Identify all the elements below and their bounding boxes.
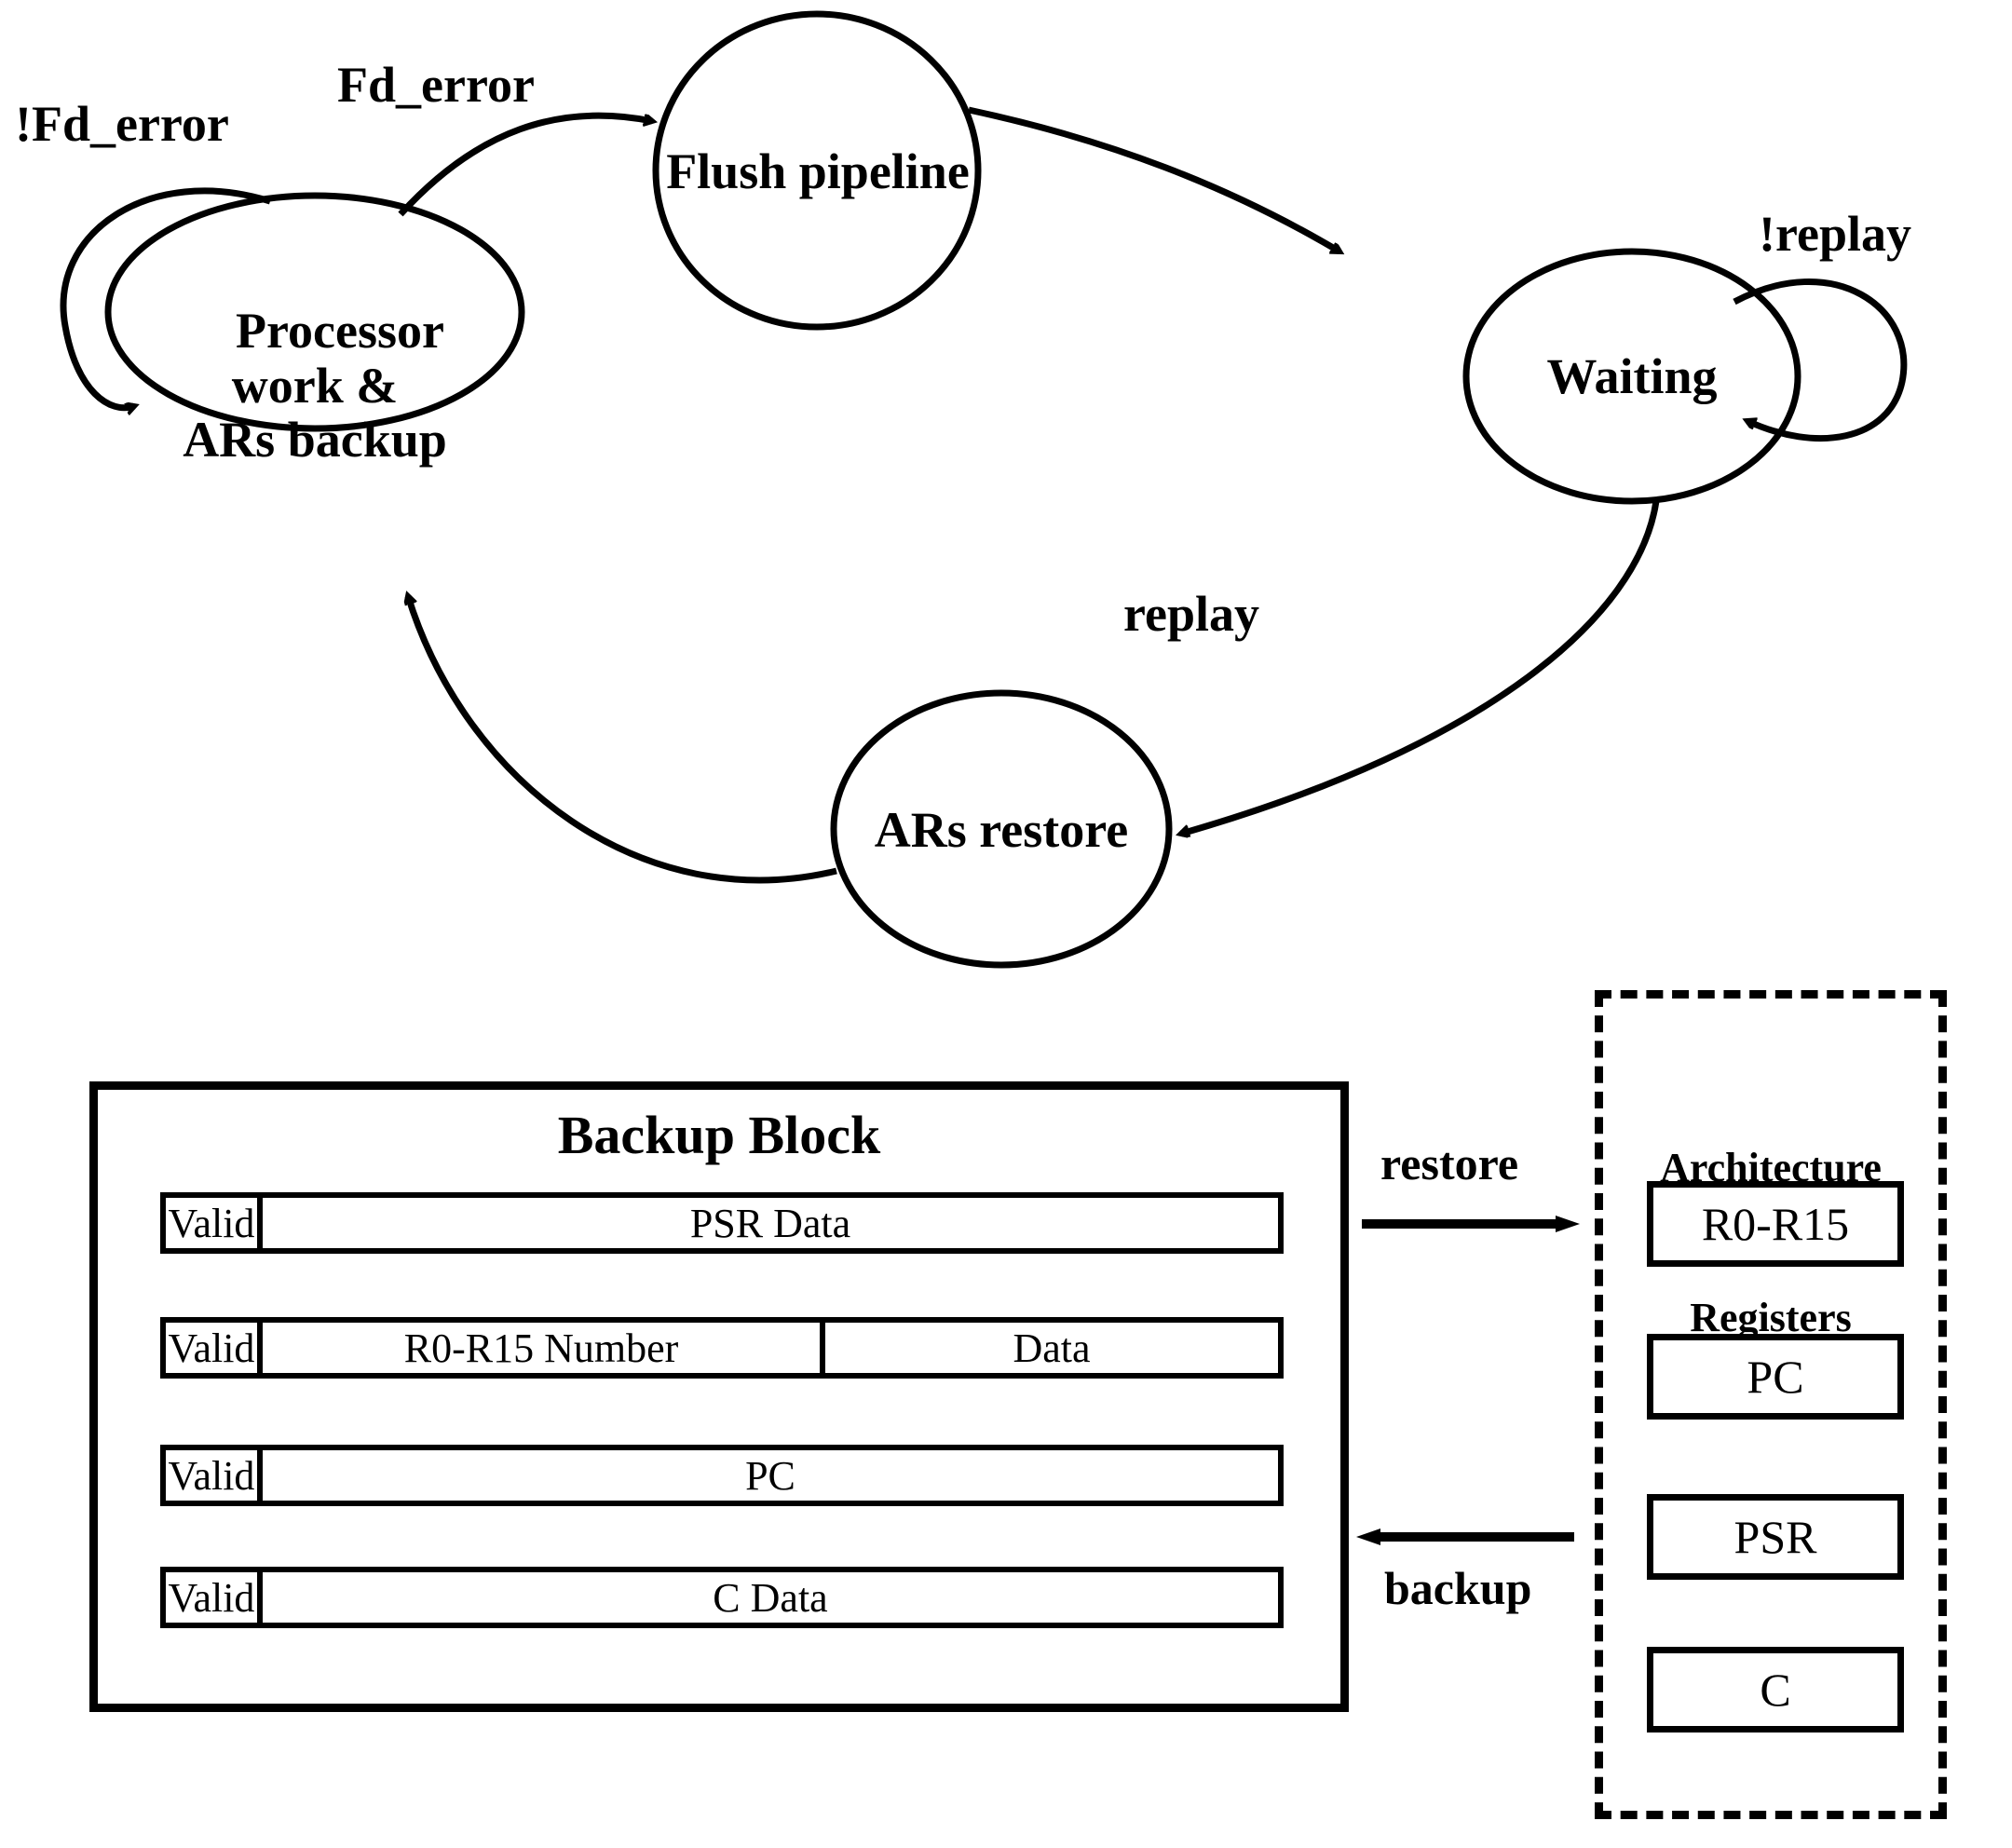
register-box-psr: PSR [1647,1494,1904,1580]
transition-restore-to-processor [408,596,837,884]
cell-valid: Valid [166,1198,263,1248]
table-row: Valid C Data [160,1567,1284,1628]
architecture-registers-title-line2: Registers [1690,1295,1852,1341]
transition-label-replay: replay [1123,586,1259,642]
transition-label-fd-error: Fd_error [337,57,535,113]
transition-label-not-fd-error: !Fd_error [15,96,229,152]
transition-label-not-replay: !replay [1759,206,1911,262]
register-label-c: C [1760,1664,1791,1716]
backup-block-title: Backup Block [557,1105,881,1165]
cell-psr-data: PSR Data [689,1200,851,1246]
register-box-c: C [1647,1647,1904,1732]
table-row: Valid R0-R15 Number Data [160,1317,1284,1379]
transition-flush-to-waiting [968,106,1339,251]
cell-register-number: R0-R15 Number [263,1323,825,1373]
cell-valid: Valid [166,1323,263,1373]
state-label-flush: Flush pipeline [666,143,970,199]
register-label-psr: PSR [1733,1511,1817,1563]
backup-flow-label: backup [1384,1562,1532,1614]
cell-data: Data [1013,1325,1091,1371]
table-row: Valid PSR Data [160,1192,1284,1254]
register-box-pc: PC [1647,1334,1904,1420]
register-label-r0-r15: R0-R15 [1701,1198,1850,1250]
cell-c-data: C Data [713,1574,828,1621]
state-label-ars-restore: ARs restore [874,802,1129,858]
cell-valid: Valid [166,1572,263,1623]
state-label-processor-line1: Processor work & ARs backup [183,303,447,468]
register-label-pc: PC [1747,1351,1804,1403]
transition-processor-to-flush [398,112,652,217]
restore-flow-label: restore [1380,1137,1519,1189]
state-label-waiting: Waiting [1546,348,1718,404]
architecture-registers-panel [1595,990,1947,1819]
state-label-processor: Processor work & ARs backup [145,250,484,522]
transition-waiting-to-restore [1181,500,1660,834]
cell-valid: Valid [166,1450,263,1501]
cell-pc: PC [745,1452,795,1499]
register-box-r0-r15: R0-R15 [1647,1181,1904,1267]
table-row: Valid PC [160,1445,1284,1506]
